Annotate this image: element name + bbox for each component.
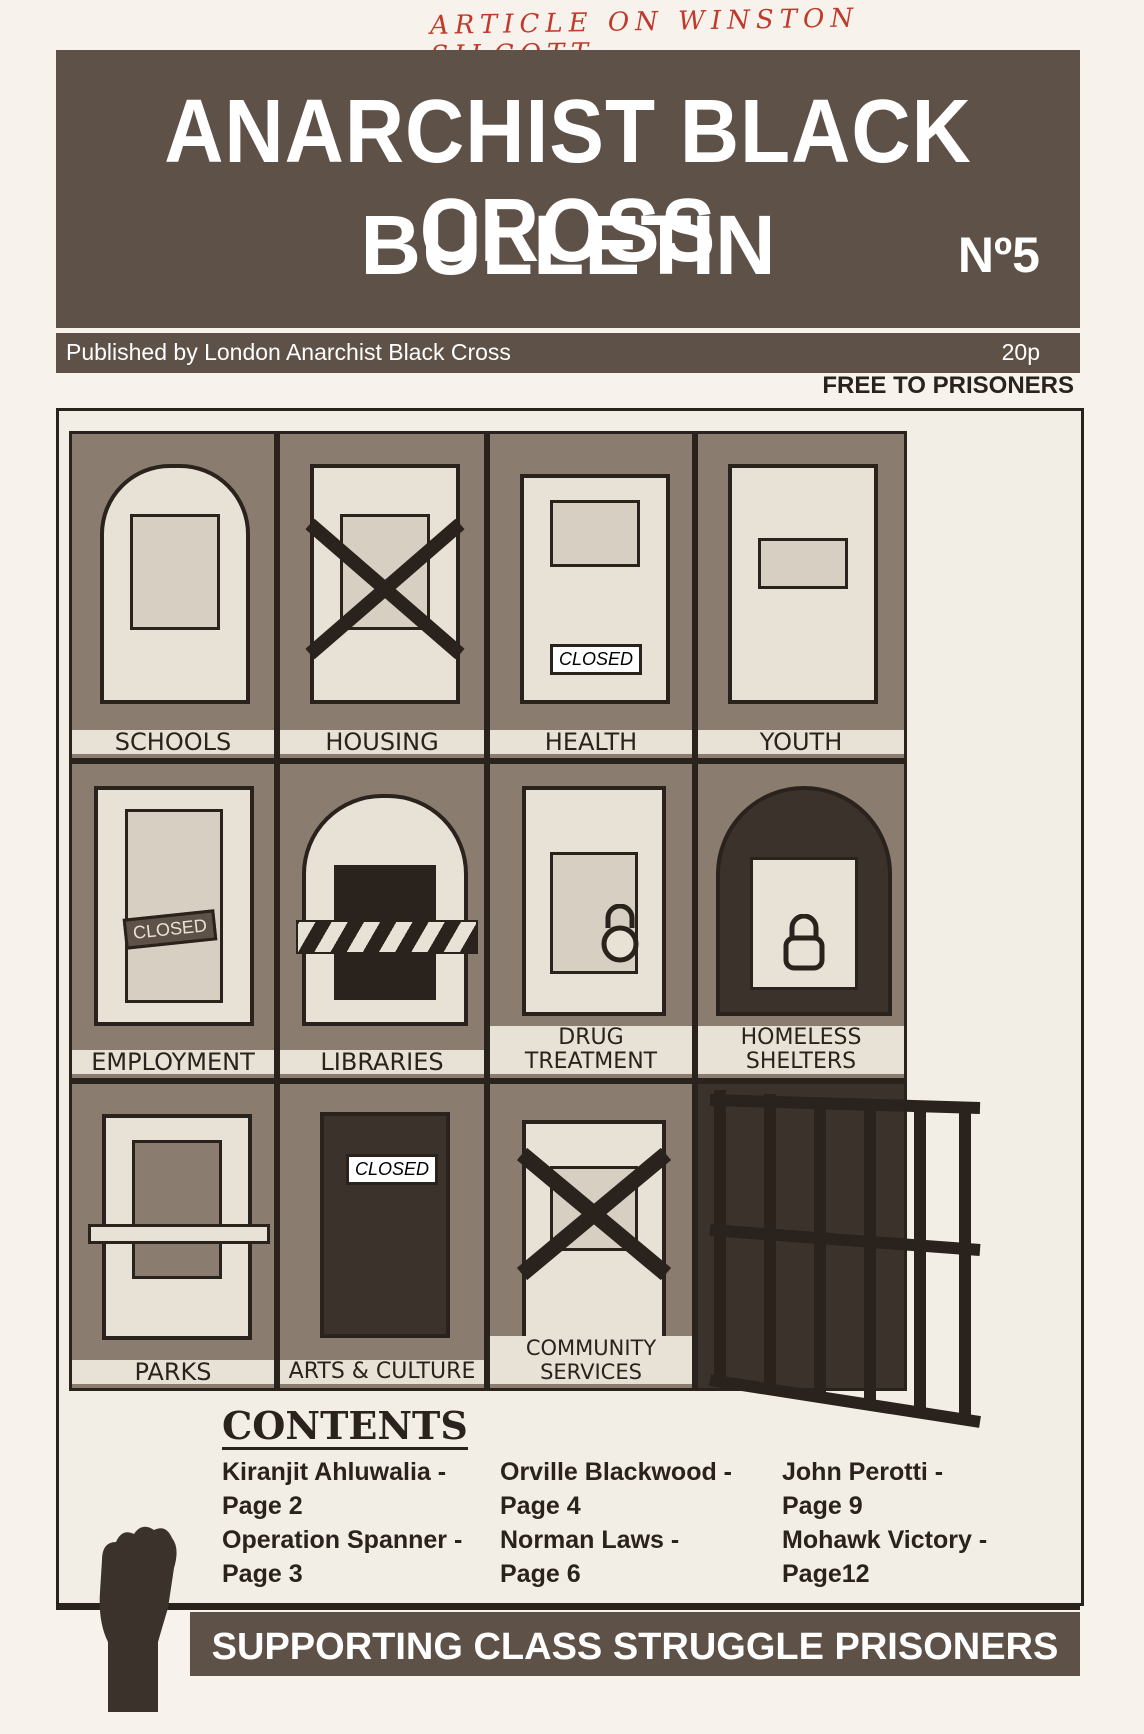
publisher-bar: Published by London Anarchist Black Cros… — [56, 330, 1080, 373]
boarded-cross-icon — [516, 1147, 672, 1281]
contents-entry: Mohawk Victory - — [782, 1526, 988, 1554]
door-window — [129, 514, 221, 631]
closed-sign: CLOSED — [550, 644, 643, 675]
panel-parks: PARKS — [69, 1081, 277, 1391]
door — [522, 786, 666, 1016]
contents-entry: John Perotti - — [782, 1458, 944, 1486]
contents-entry: Operation Spanner - — [222, 1526, 463, 1554]
contents-page: Page 6 — [500, 1560, 581, 1588]
contents-list: Kiranjit Ahluwalia - Page 2 Operation Sp… — [222, 1455, 987, 1595]
raised-fist-icon — [99, 1526, 177, 1712]
title-line-2: BULLETIN — [360, 198, 776, 292]
padlock-icon — [601, 904, 639, 963]
footer-banner: SUPPORTING CLASS STRUGGLE PRISONERS — [190, 1612, 1080, 1676]
panel-libraries: LIBRARIES — [277, 761, 487, 1081]
price: 20p — [1001, 339, 1040, 365]
panel-label: LIBRARIES — [280, 1050, 484, 1074]
door-window — [549, 500, 641, 567]
closed-sign: CLOSED — [346, 1154, 439, 1185]
panel-community-services: COMMUNITY SERVICES — [487, 1081, 695, 1391]
panel-label: PARKS — [72, 1360, 274, 1384]
contents-column: Kiranjit Ahluwalia - Page 2 Operation Sp… — [222, 1455, 492, 1591]
contents-heading: CONTENTS — [222, 1403, 468, 1450]
title-line-1: ANARCHIST BLACK CROSS — [164, 81, 972, 281]
handwritten-annotation: ARTICLE ON WINSTON SILCOTT — [429, 3, 860, 70]
door — [716, 786, 892, 1016]
panel-label: SCHOOLS — [72, 730, 274, 754]
barrier-stripes — [296, 920, 478, 954]
door — [728, 464, 878, 704]
contents-page: Page 4 — [500, 1492, 581, 1520]
contents-page: Page 3 — [222, 1560, 303, 1588]
issue-number: Nº5 — [957, 227, 1040, 283]
contents-column: Orville Blackwood - Page 4 Norman Laws -… — [500, 1455, 770, 1591]
masthead: ANARCHIST BLACK CROSS BULLETIN Nº5 — [56, 50, 1080, 328]
contents-page: Page 9 — [782, 1492, 863, 1520]
contents-page: Page12 — [782, 1560, 870, 1588]
contents-entry: Norman Laws - — [500, 1526, 680, 1554]
panel-label: HOUSING — [280, 730, 484, 754]
free-to-prisoners: FREE TO PRISONERS — [822, 372, 1074, 399]
panel-label: HOMELESS SHELTERS — [698, 1026, 904, 1074]
door — [94, 786, 254, 1026]
jail-gate-icon — [709, 1090, 981, 1428]
door-window — [131, 1139, 223, 1280]
door-window — [757, 537, 849, 589]
panel-arts-culture: CLOSED ARTS & CULTURE — [277, 1081, 487, 1391]
padlock-icon — [783, 914, 825, 971]
door-bar — [88, 1224, 270, 1244]
panel-label: DRUG TREATMENT — [490, 1026, 692, 1074]
door — [320, 1112, 450, 1338]
door — [302, 794, 468, 1026]
panel-housing: HOUSING — [277, 431, 487, 761]
panel-homeless-shelters: HOMELESS SHELTERS — [695, 761, 907, 1081]
panel-label: YOUTH — [698, 730, 904, 754]
boarded-cross-icon — [305, 518, 465, 660]
door — [100, 464, 250, 704]
contents-entry: Orville Blackwood - — [500, 1458, 733, 1486]
panel-youth: YOUTH — [695, 431, 907, 761]
door-window — [125, 808, 223, 1004]
contents-column: John Perotti - Page 9 Mohawk Victory - P… — [782, 1455, 1052, 1591]
panel-employment: CLOSED EMPLOYMENT — [69, 761, 277, 1081]
panel-label: ARTS & CULTURE — [280, 1360, 484, 1384]
panel-drug-treatment: DRUG TREATMENT — [487, 761, 695, 1081]
panel-label: COMMUNITY SERVICES — [490, 1336, 692, 1384]
panel-schools: SCHOOLS — [69, 431, 277, 761]
panel-label: EMPLOYMENT — [72, 1050, 274, 1074]
contents-entry: Kiranjit Ahluwalia - — [222, 1458, 447, 1486]
cover-illustration: SCHOOLS HOUSING CLOSED HEALTH YOUTH CLOS… — [56, 408, 1084, 1606]
divider — [56, 1606, 1080, 1610]
panel-health: CLOSED HEALTH — [487, 431, 695, 761]
panel-label: HEALTH — [490, 730, 692, 754]
publisher-text: Published by London Anarchist Black Cros… — [66, 339, 511, 365]
contents-page: Page 2 — [222, 1492, 303, 1520]
footer-slogan: SUPPORTING CLASS STRUGGLE PRISONERS — [211, 1626, 1059, 1668]
